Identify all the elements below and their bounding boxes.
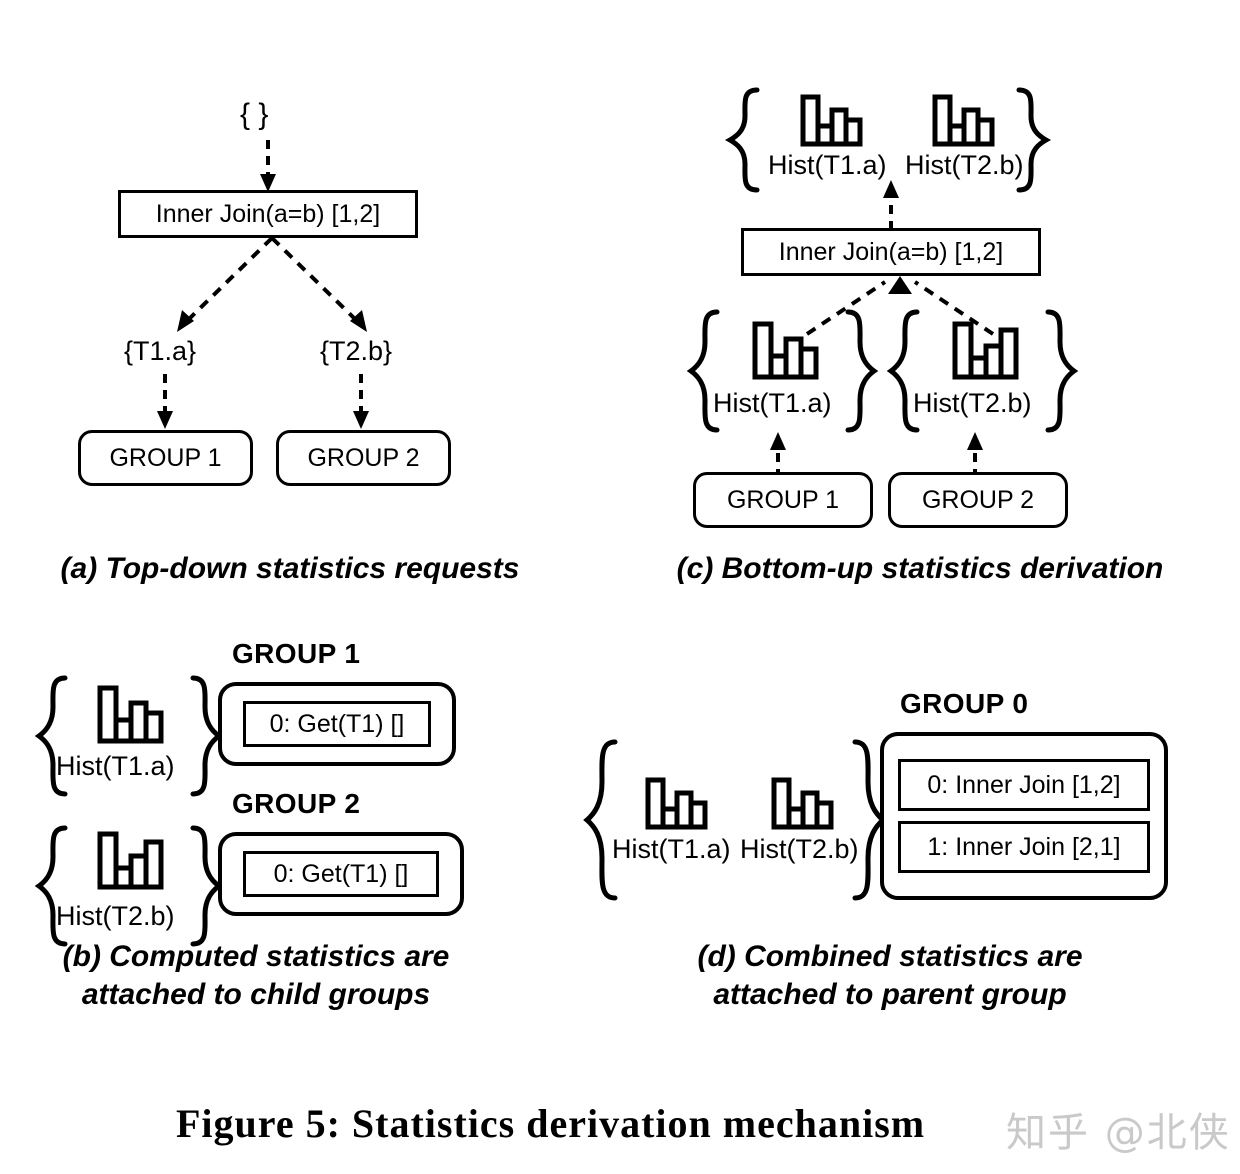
stat-label-d-0: Hist(T1.a): [612, 834, 731, 864]
group-box-c-0[interactable]: GROUP 1: [693, 472, 873, 528]
figure-caption: Figure 5: Statistics derivation mechanis…: [176, 1101, 926, 1146]
stat-label-d-1: Hist(T2.b): [740, 834, 859, 864]
brace-close-c-top: [1016, 87, 1052, 193]
histogram-icon-d-0: [645, 777, 708, 830]
histogram-icon-c-child-0: [752, 321, 819, 380]
histogram-icon-b-1: [97, 831, 164, 890]
operator-label-c: Inner Join(a=b) [1,2]: [778, 237, 1004, 266]
arrow-request1-to-group2: [353, 374, 369, 429]
panel-b: GROUP 1 Hist(T1.a) 0: Get(T1) [] GROUP 2: [0, 620, 600, 1040]
stat-label-c-top-1: Hist(T2.b): [905, 150, 1024, 180]
request-label-0: {T1.a}: [124, 336, 197, 366]
expr-row-d-0[interactable]: 0: Inner Join [1,2]: [898, 759, 1150, 811]
arrow-request0-to-group1: [157, 374, 173, 429]
arrows-child-stats-to-operator: [805, 276, 995, 336]
watermark: 知乎 @北侠: [1006, 1110, 1231, 1156]
panel-d-caption-line1: (d) Combined statistics are: [697, 940, 1083, 973]
stat-label-b-0: Hist(T1.a): [56, 751, 175, 781]
group-card-b-1[interactable]: 0: Get(T1) []: [218, 832, 464, 916]
histogram-icon-c-child-1: [952, 321, 1019, 380]
brace-close-c-child-1: [1045, 309, 1079, 433]
histogram-icon-c-top-1: [932, 94, 995, 147]
stat-label-c-child-0: Hist(T1.a): [713, 388, 832, 418]
operator-box-a[interactable]: Inner Join(a=b) [1,2]: [118, 190, 418, 238]
brace-open-c-top: [724, 87, 760, 193]
panel-d: GROUP 0 Hist(T1.a) Hist(T2.b) 0: Inner J…: [560, 620, 1240, 1040]
group-label-a-1: GROUP 2: [307, 443, 420, 472]
expr-label-b-0: 0: Get(T1) []: [269, 709, 405, 738]
brace-open-d: [583, 739, 618, 901]
histogram-icon-b-0: [97, 685, 164, 744]
operator-box-c[interactable]: Inner Join(a=b) [1,2]: [741, 228, 1041, 276]
brace-open-b-1: [34, 825, 68, 947]
group-title-b-1: GROUP 2: [232, 788, 361, 819]
expr-row-b-0[interactable]: 0: Get(T1) []: [243, 701, 431, 747]
stat-label-b-1: Hist(T2.b): [56, 901, 175, 931]
group-label-a-0: GROUP 1: [109, 443, 222, 472]
group-box-c-1[interactable]: GROUP 2: [888, 472, 1068, 528]
histogram-icon-c-top-0: [800, 94, 863, 147]
brace-open-b-0: [34, 675, 68, 797]
group-label-c-0: GROUP 1: [726, 485, 840, 514]
stat-label-c-child-1: Hist(T2.b): [913, 388, 1032, 418]
group-label-c-1: GROUP 2: [921, 485, 1035, 514]
group-card-d[interactable]: 0: Inner Join [1,2] 1: Inner Join [2,1]: [880, 732, 1168, 900]
request-label-1: {T2.b}: [320, 336, 393, 366]
arrows-operator-to-requests: [177, 236, 367, 332]
group-card-b-0[interactable]: 0: Get(T1) []: [218, 682, 456, 766]
panel-c: Hist(T1.a) Hist(T2.b) Inner Join(a=b) [1…: [620, 0, 1240, 610]
expr-row-d-1[interactable]: 1: Inner Join [2,1]: [898, 821, 1150, 873]
brace-close-c-child-0: [845, 309, 879, 433]
arrow-operator-to-top-stats: [883, 180, 899, 230]
panel-b-caption-line1: (b) Computed statistics are: [62, 940, 450, 973]
group-box-a-1[interactable]: GROUP 2: [276, 430, 451, 486]
panel-b-caption-line2: attached to child groups: [81, 977, 431, 1011]
stat-label-c-top-0: Hist(T1.a): [768, 150, 887, 180]
panel-c-caption: (c) Bottom-up statistics derivation: [676, 552, 1164, 585]
group-title-d: GROUP 0: [900, 688, 1029, 719]
root-request-label: { }: [240, 98, 269, 131]
expr-row-b-1[interactable]: 0: Get(T1) []: [243, 851, 439, 897]
group-box-a-0[interactable]: GROUP 1: [78, 430, 253, 486]
expr-label-d-0: 0: Inner Join [1,2]: [927, 770, 1121, 799]
histogram-icon-d-1: [771, 777, 834, 830]
panel-a-caption: (a) Top-down statistics requests: [60, 552, 520, 585]
brace-open-c-child-0: [686, 309, 720, 433]
arrow-root-to-operator: [260, 140, 276, 192]
panel-d-caption-line2: attached to parent group: [713, 977, 1067, 1011]
brace-open-c-child-1: [886, 309, 920, 433]
expr-label-b-1: 0: Get(T1) []: [273, 859, 409, 888]
operator-label-a: Inner Join(a=b) [1,2]: [155, 199, 381, 228]
group-title-b-0: GROUP 1: [232, 638, 361, 669]
expr-label-d-1: 1: Inner Join [2,1]: [927, 832, 1121, 861]
panel-a: { } Inner Join(a=b) [1,2] {T1.a} {T2.b}: [0, 0, 600, 610]
